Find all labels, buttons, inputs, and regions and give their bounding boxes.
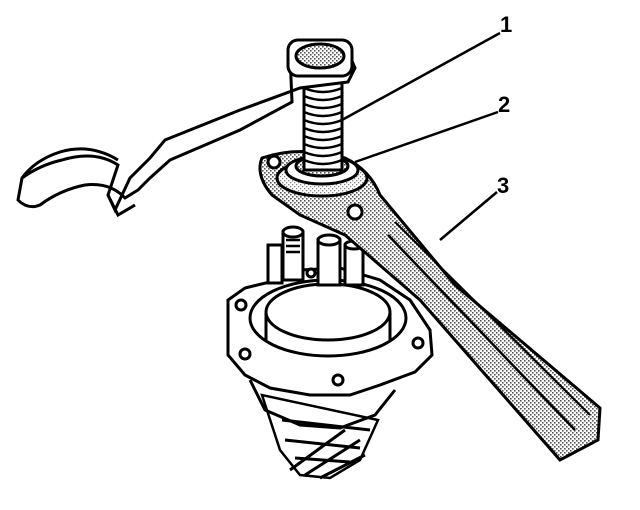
- open-end-wrench-icon: [16, 38, 357, 218]
- housing-studs-icon: [266, 225, 365, 287]
- callout-2: 2: [498, 92, 511, 117]
- callout-leader-lines: [341, 31, 501, 241]
- pinion-housing-icon: [226, 266, 434, 430]
- callout-3: 3: [497, 173, 510, 198]
- pinion-gear-icon: [260, 393, 380, 480]
- callout-1: 1: [500, 12, 513, 37]
- threaded-bolt-icon: [302, 76, 344, 172]
